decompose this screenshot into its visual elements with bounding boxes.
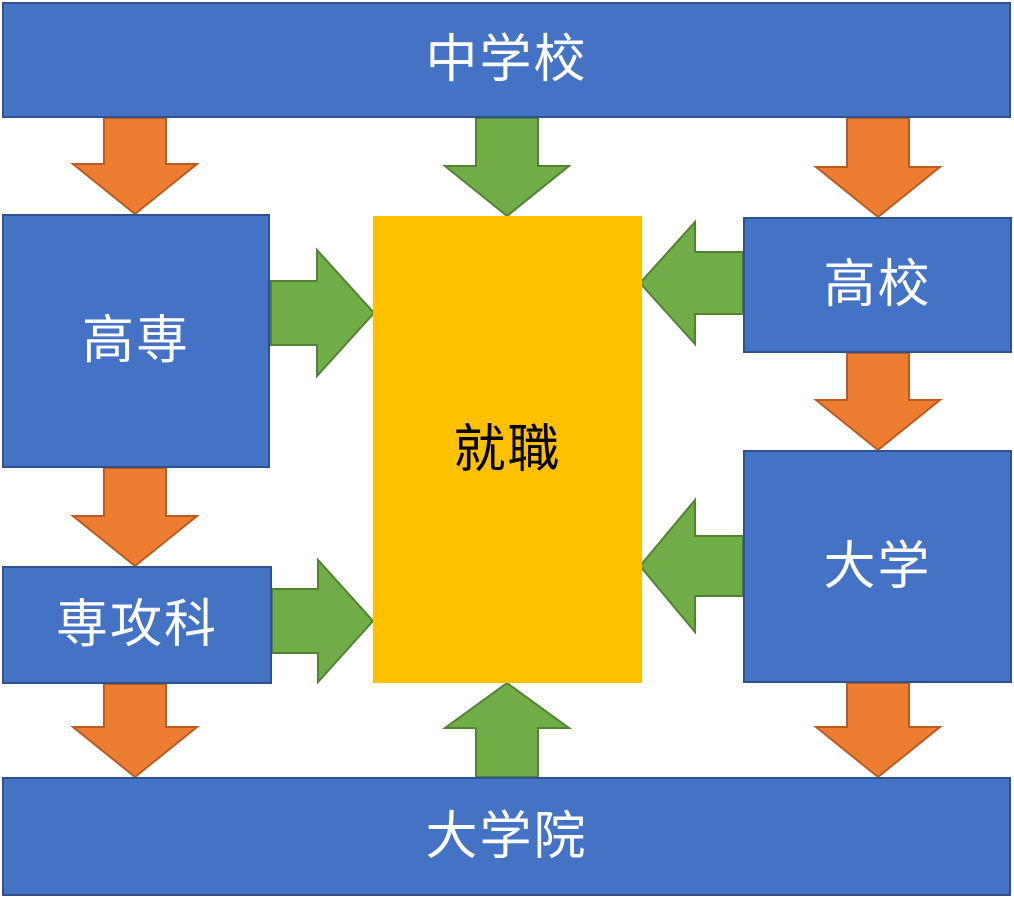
node-employment: 就職 [373,216,642,683]
node-advanced-course-label: 専攻科 [55,596,218,654]
arrow-chugakko-to-shushoku [442,117,572,218]
arrow-kosen-to-senkoka [70,467,200,568]
node-junior-high-school: 中学校 [2,2,1011,118]
node-technical-college-label: 高専 [81,312,190,370]
arrow-koko-to-shushoku [638,219,744,347]
node-university: 大学 [743,450,1012,683]
arrow-koko-to-daigaku [813,352,943,452]
arrow-chugakko-to-kosen [70,117,200,216]
node-employment-label: 就職 [453,420,562,479]
arrow-daigaku-to-daigakuin [813,682,943,779]
arrow-chugakko-to-koko [813,117,943,219]
node-junior-high-school-label: 中学校 [425,31,588,89]
arrow-daigakuin-to-shushoku [441,681,573,778]
node-high-school-label: 高校 [823,256,932,314]
node-university-label: 大学 [823,537,932,596]
node-graduate-school-label: 大学院 [425,807,588,866]
arrow-senkoka-to-shushoku [271,557,375,685]
node-technical-college: 高専 [2,214,270,468]
node-high-school: 高校 [743,217,1012,353]
arrow-daigaku-to-shushoku [638,497,744,635]
arrow-kosen-to-shushoku [270,247,376,379]
node-graduate-school: 大学院 [2,777,1011,896]
arrow-senkoka-to-daigakuin [70,683,200,779]
node-advanced-course: 専攻科 [2,566,272,684]
